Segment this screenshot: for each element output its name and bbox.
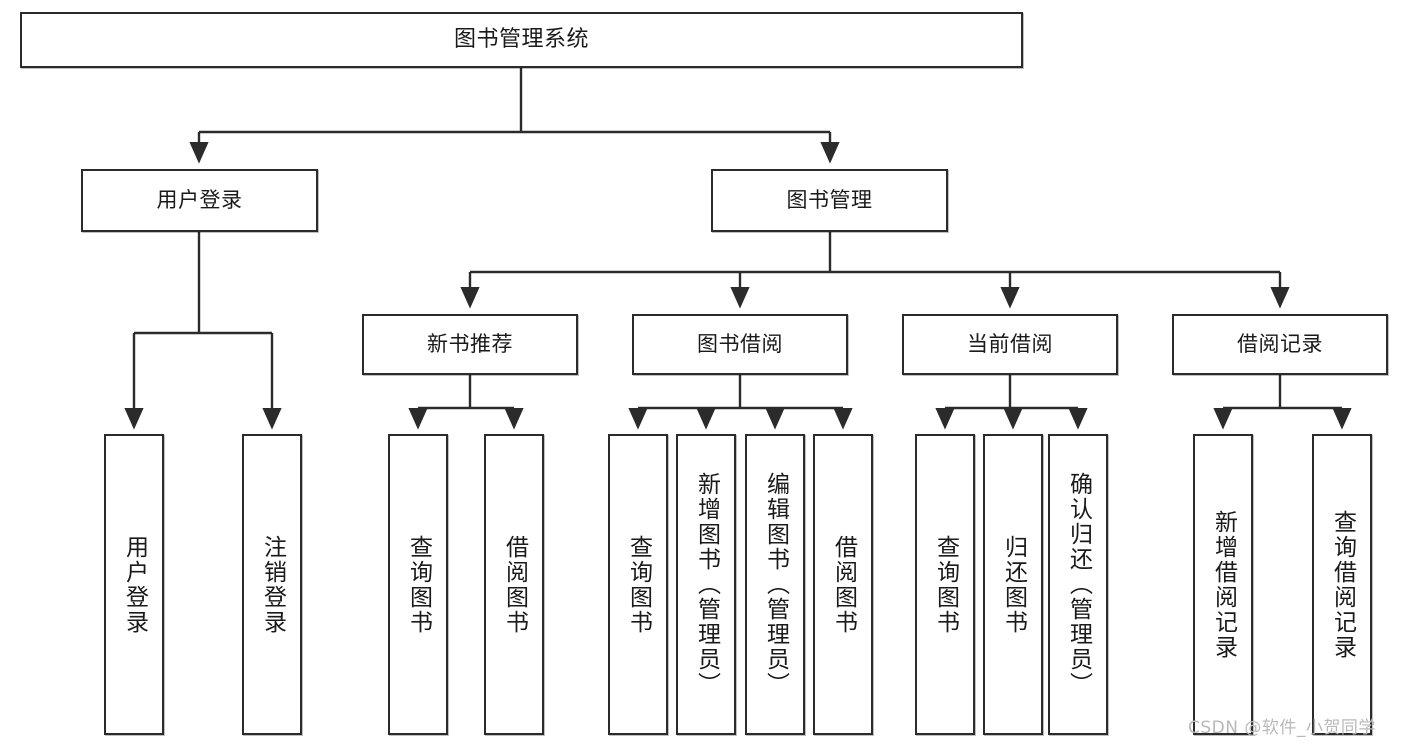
node-label: 图书管理	[786, 187, 873, 212]
leaf-user-login-signin[interactable]: 用户登录	[104, 434, 164, 735]
node-label: 图书管理系统	[453, 26, 589, 52]
node-label: 查询图书	[405, 534, 432, 635]
node-label: 借阅记录	[1237, 331, 1323, 356]
leaf-book-borrow-query[interactable]: 查询图书	[608, 434, 668, 735]
node-label: 新增借阅记录	[1210, 509, 1237, 660]
node-label: 查询借阅记录	[1329, 509, 1356, 660]
leaf-current-borrow-return[interactable]: 归还图书	[983, 434, 1043, 735]
leaf-current-borrow-confirm[interactable]: 确认归还（管理员）	[1048, 434, 1108, 735]
node-book-borrow[interactable]: 图书借阅	[632, 314, 848, 375]
node-new-book-recommend[interactable]: 新书推荐	[362, 314, 578, 375]
leaf-book-borrow-lend[interactable]: 借阅图书	[813, 434, 873, 735]
watermark-text: CSDN @软件_小贺同学	[1188, 718, 1376, 738]
node-label: 用户登录	[156, 187, 243, 212]
node-label: 借阅图书	[830, 534, 857, 635]
node-label: 确认归还（管理员）	[1065, 472, 1092, 697]
node-label: 借阅图书	[501, 534, 528, 635]
leaf-new-book-borrow[interactable]: 借阅图书	[484, 434, 544, 735]
node-user-login[interactable]: 用户登录	[81, 169, 318, 232]
node-label: 图书借阅	[697, 331, 783, 356]
leaf-new-book-query[interactable]: 查询图书	[388, 434, 448, 735]
node-borrow-record[interactable]: 借阅记录	[1172, 314, 1388, 375]
node-root-system[interactable]: 图书管理系统	[20, 12, 1023, 68]
leaf-current-borrow-query[interactable]: 查询图书	[915, 434, 975, 735]
node-label: 新书推荐	[427, 331, 513, 356]
leaf-book-borrow-edit[interactable]: 编辑图书（管理员）	[745, 434, 805, 735]
leaf-borrow-record-add[interactable]: 新增借阅记录	[1193, 434, 1253, 735]
node-book-management[interactable]: 图书管理	[711, 169, 948, 232]
node-label: 注销登录	[259, 534, 286, 635]
leaf-borrow-record-query[interactable]: 查询借阅记录	[1312, 434, 1372, 735]
node-label: 查询图书	[625, 534, 652, 635]
node-label: 查询图书	[932, 534, 959, 635]
node-current-borrow[interactable]: 当前借阅	[902, 314, 1118, 375]
node-label: 当前借阅	[967, 331, 1053, 356]
node-label: 归还图书	[1000, 534, 1027, 635]
leaf-user-login-signout[interactable]: 注销登录	[242, 434, 302, 735]
node-label: 新增图书（管理员）	[693, 472, 720, 697]
node-label: 编辑图书（管理员）	[762, 472, 789, 697]
node-label: 用户登录	[121, 534, 148, 635]
leaf-book-borrow-add[interactable]: 新增图书（管理员）	[676, 434, 736, 735]
